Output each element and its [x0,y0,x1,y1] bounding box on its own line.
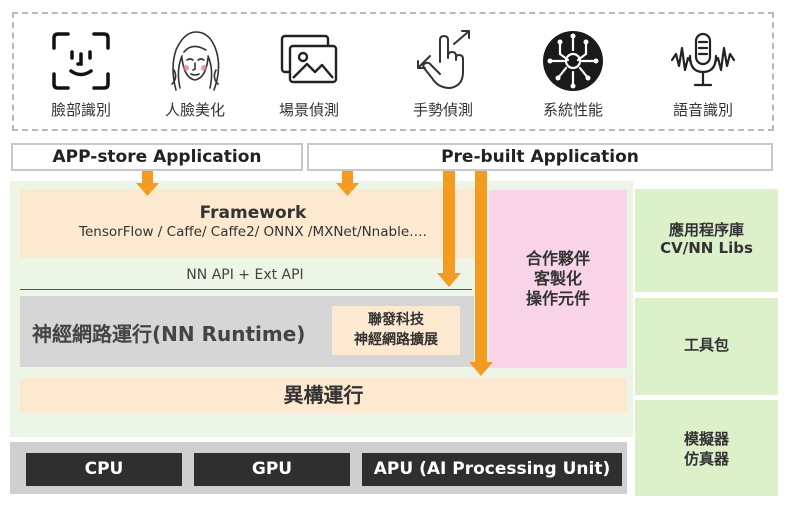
app-store-header: APP-store Application [11,143,303,171]
framework-title: Framework [199,203,307,223]
libs-panel: 應用程序庫 CV/NN Libs [635,189,778,292]
extension-line-2: 神經網路擴展 [354,332,438,348]
app-label: 系統性能 [542,101,603,119]
app-label: 手勢偵測 [412,101,473,119]
partner-line-1: 合作夥伴 [525,249,590,268]
app-face-recognition: 臉部識別 [26,12,136,131]
app-label: 語音識別 [672,101,733,119]
toolkit-panel: 工具包 [635,298,778,395]
nn-runtime-label: 神經網路運行(NN Runtime) [32,322,306,346]
app-gesture-detection: 手勢偵測 [388,12,498,131]
nn-runtime-box: 神經網路運行(NN Runtime) 聯發科技 神經網路擴展 [20,296,474,367]
simulator-line-1: 模擬器 [683,430,729,448]
app-label: 臉部識別 [50,101,111,119]
microphone-voice-icon [670,32,736,87]
framework-list: TensorFlow / Caffe/ Caffe2/ ONNX /MXNet/… [79,224,427,240]
applications-frame [12,12,774,131]
simulator-line-2: 仿真器 [683,450,729,468]
framework-box: Framework TensorFlow / Caffe/ Caffe2/ ON… [20,189,486,258]
hand-gesture-icon [417,30,470,89]
partner-line-2: 客製化 [533,269,582,288]
cpu-box: CPU [26,453,182,486]
app-label: 場景偵測 [278,101,339,119]
woman-face-icon [171,31,220,91]
gpu-box: GPU [194,453,350,486]
face-id-icon [52,32,110,90]
nn-api-label: NN API + Ext API [186,267,304,283]
app-face-beautify: 人臉美化 [140,12,250,131]
circuit-chip-icon [543,31,603,91]
libs-line-2: CV/NN Libs [660,239,753,257]
toolkit-label: 工具包 [683,336,729,354]
extension-line-1: 聯發科技 [368,312,424,328]
partner-line-3: 操作元件 [525,289,590,308]
app-scene-detection: 場景偵測 [254,12,364,131]
prebuilt-header: Pre-built Application [307,143,773,171]
heterogeneous-runtime-box: 異構運行 [20,378,627,413]
app-voice-recognition: 語音識別 [648,12,758,131]
simulator-panel: 模擬器 仿真器 [635,400,778,496]
picture-gallery-icon [280,34,338,84]
apu-box: APU (AI Processing Unit) [362,453,622,486]
partner-custom-ops-box: 合作夥伴 客製化 操作元件 [489,190,627,368]
app-label: 人臉美化 [164,101,225,119]
libs-line-1: 應用程序庫 [668,221,744,239]
app-system-performance: 系統性能 [518,12,628,131]
nn-api-divider [20,289,472,290]
mediatek-nn-extension-box: 聯發科技 神經網路擴展 [332,306,460,355]
